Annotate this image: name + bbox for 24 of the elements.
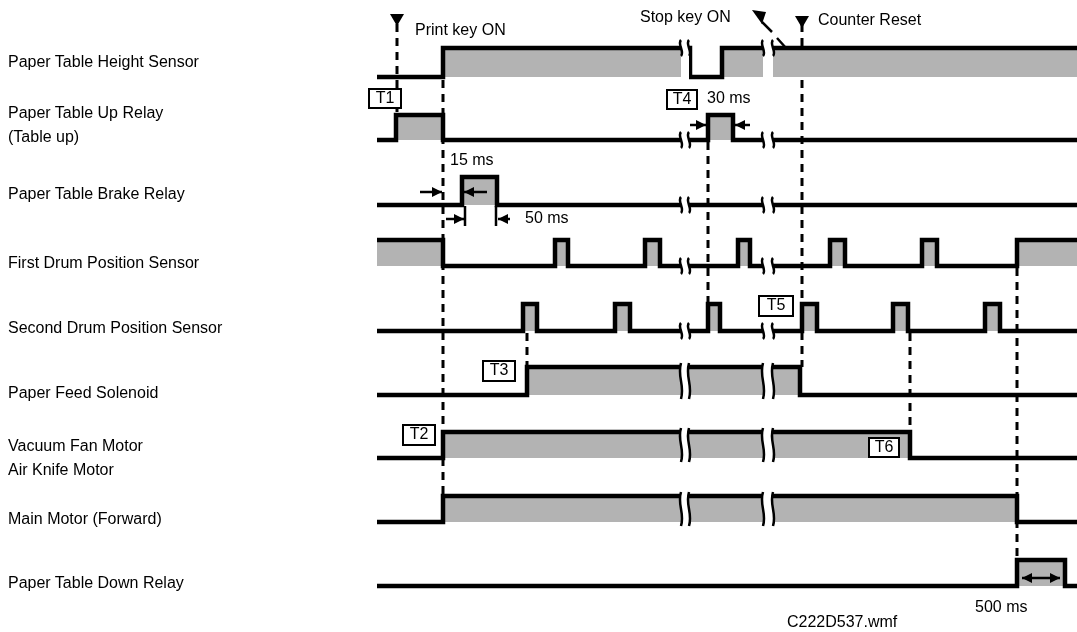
signal-name: Main Motor (Forward) bbox=[8, 509, 162, 529]
timing-marker-box: T6 bbox=[868, 437, 900, 458]
signal-name: Paper Table Height Sensor bbox=[8, 52, 199, 72]
event-label: Counter Reset bbox=[818, 10, 922, 30]
signal-name: First Drum Position Sensor bbox=[8, 253, 200, 273]
timing-marker-box: T3 bbox=[482, 360, 516, 382]
event-label: Stop key ON bbox=[640, 7, 731, 27]
timing-marker-box: T2 bbox=[402, 424, 436, 446]
figure-id: C222D537.wmf bbox=[787, 612, 898, 632]
signal-name: Second Drum Position Sensor bbox=[8, 318, 223, 338]
timing-marker-box: T5 bbox=[758, 295, 794, 317]
signal-name: Vacuum Fan Motor bbox=[8, 436, 143, 456]
timing-marker-box: T1 bbox=[368, 88, 402, 109]
event-label: Print key ON bbox=[415, 20, 506, 40]
signal-name: Paper Table Up Relay (Table up) bbox=[8, 103, 165, 147]
timing-marker-box: T4 bbox=[666, 89, 698, 110]
signal-name: Paper Table Down Relay bbox=[8, 573, 184, 593]
signal-name: Paper Feed Solenoid bbox=[8, 383, 159, 403]
signal-name: Air Knife Motor bbox=[8, 460, 114, 480]
dimension-label: 30 ms bbox=[707, 88, 751, 108]
dimension-label: 500 ms bbox=[975, 597, 1028, 617]
dimension-label: 15 ms bbox=[450, 150, 494, 170]
dimension-label: 50 ms bbox=[525, 208, 569, 228]
signal-name: Paper Table Brake Relay bbox=[8, 184, 185, 204]
